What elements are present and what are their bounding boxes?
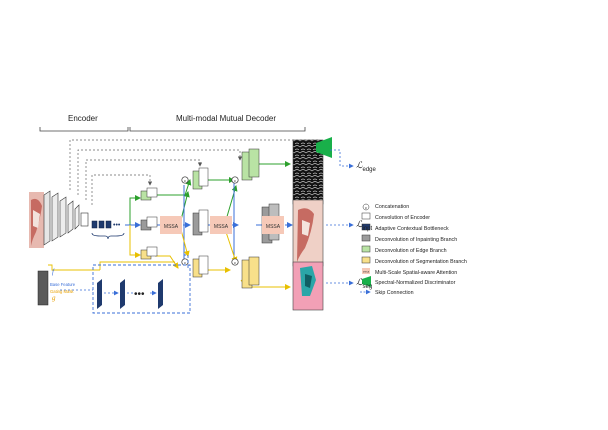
loss-arrows xyxy=(326,149,354,286)
g0-label: g xyxy=(52,294,56,302)
legend-acb: Adaptive Contextual Bottleneck xyxy=(375,226,449,232)
legend-conv-encoder: Convolution of Encoder xyxy=(375,215,431,221)
encoder-bracket xyxy=(39,127,129,132)
msssa-block-2: MSSA xyxy=(210,216,232,234)
loss-seg-label: ℒseg xyxy=(356,277,373,290)
gating-acb-blocks xyxy=(97,279,163,309)
legend-deconv-seg: Deconvolution of Segmentation Branch xyxy=(375,259,467,265)
loss-inpt-label: ℒinpt xyxy=(356,219,373,232)
legend-icons xyxy=(361,203,371,287)
msssa-label-2: MSSA xyxy=(214,224,229,230)
input-image xyxy=(29,192,44,248)
legend-msssa: Multi-Scale Spatial-aware Attention xyxy=(375,270,458,276)
stage1-edge-block xyxy=(140,187,158,201)
bottleneck-blocks: ••• xyxy=(91,220,121,229)
stage2-edge-block xyxy=(192,167,209,190)
gating-ellipsis: ••• xyxy=(134,289,145,300)
gating-dashed-links xyxy=(60,289,157,296)
f0-label: f xyxy=(52,268,54,276)
stage3-edge-block xyxy=(241,148,260,181)
msssa-label-1: MSSA xyxy=(164,224,179,230)
msssa-block-3: MSSA xyxy=(262,216,284,234)
msssa-label-3: MSSA xyxy=(266,224,281,230)
svg-text:•••: ••• xyxy=(113,222,121,229)
stage3-seg-block xyxy=(241,256,260,289)
decoder-bracket xyxy=(129,127,306,132)
concat-symbol-3: c xyxy=(184,260,186,265)
stage2-inpaint-block xyxy=(192,209,209,236)
decoder-title: Multi-modal Mutual Decoder xyxy=(176,114,277,123)
legend-concat-symbol: c xyxy=(365,205,367,210)
encoder-conv-blocks xyxy=(43,190,89,246)
gating-mask-label: Gating Mask xyxy=(50,289,74,294)
segmentation-output-image xyxy=(292,261,324,311)
legend-deconv-inpaint: Deconvolution of Inpainting Branch xyxy=(375,237,458,243)
encoder-title: Encoder xyxy=(68,114,98,123)
legend-discriminator: Spectral-Normalized Discriminator xyxy=(375,280,456,286)
legend-concatenation: Concatenation xyxy=(375,204,410,210)
legend-msssa-swatch-label: MSSA xyxy=(363,271,370,274)
discriminator-shape xyxy=(316,137,332,158)
inpainted-output-image xyxy=(292,199,324,267)
loss-edge-label: ℒedge xyxy=(356,160,376,173)
gating-feature-box xyxy=(92,254,191,314)
base-feature-label: Base Feature xyxy=(50,282,76,287)
msssa-block-1: MSSA xyxy=(160,216,182,234)
stage1-inpaint-block xyxy=(140,216,158,231)
legend-deconv-edge: Deconvolution of Edge Branch xyxy=(375,248,447,254)
bottleneck-brace xyxy=(91,232,125,240)
gating-input-image xyxy=(37,270,49,306)
stage2-seg-block xyxy=(192,255,209,278)
concat-nodes xyxy=(181,176,239,266)
concat-symbol-4: c xyxy=(234,260,236,265)
stage1-seg-block xyxy=(140,246,158,260)
lower-feature-lines xyxy=(48,261,175,271)
legend-skip: Skip Connection xyxy=(375,290,414,296)
concat-symbol-2: c xyxy=(234,178,236,183)
concat-symbol-1: c xyxy=(184,178,186,183)
skip-connections xyxy=(69,139,323,205)
